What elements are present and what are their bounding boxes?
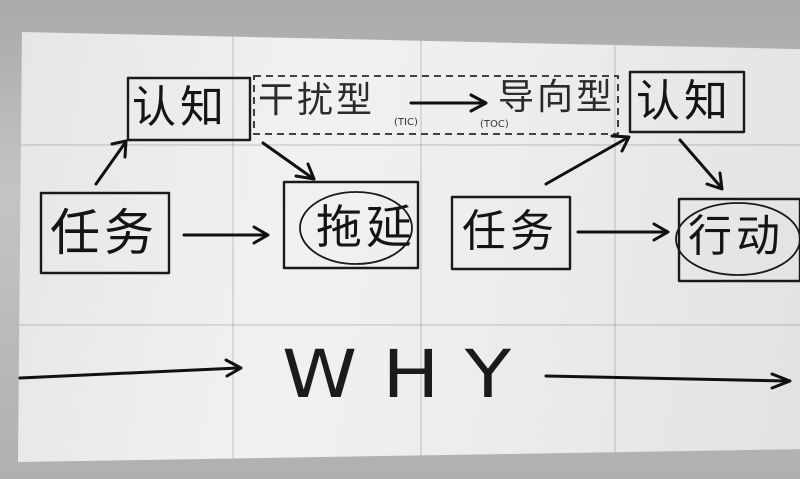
fold-line: [232, 32, 234, 462]
label-cognition-left: 认知: [132, 82, 228, 133]
line-left-why: [18, 366, 240, 380]
label-interference-type: 干扰型: [258, 80, 376, 121]
box-cognition-right: [628, 70, 746, 134]
label-why: WHY: [282, 336, 537, 413]
fold-line: [420, 32, 422, 462]
line-right-why: [544, 374, 790, 383]
box-task-right: [450, 195, 572, 271]
label-task-left: 任务: [50, 204, 158, 262]
arrow-cognition-to-action: [678, 138, 722, 188]
arrow-task-to-cognition-right: [544, 136, 629, 186]
arrow-cognition-to-procrastination: [261, 141, 313, 179]
circle-procrastination: [299, 191, 413, 265]
label-task-right: 任务: [462, 206, 558, 257]
label-action: 行动: [688, 211, 784, 262]
box-task-left: [39, 191, 171, 275]
fold-line: [614, 32, 616, 462]
label-cognition-right: 认知: [636, 76, 732, 127]
label-toc: (TOC): [480, 119, 509, 130]
fold-line: [18, 324, 800, 326]
paper-sheet: [18, 32, 800, 462]
label-oriented-type: 导向型: [498, 77, 616, 118]
label-tic: (TIC): [394, 117, 418, 128]
arrow-task-to-cognition: [94, 141, 127, 186]
fold-line: [18, 144, 800, 146]
label-procrastination: 拖延: [316, 200, 416, 254]
box-action: [677, 197, 800, 283]
dashed-box-types: [253, 75, 619, 135]
box-cognition-left: [126, 76, 252, 142]
box-procrastination: [282, 180, 420, 270]
circle-action: [675, 202, 800, 276]
